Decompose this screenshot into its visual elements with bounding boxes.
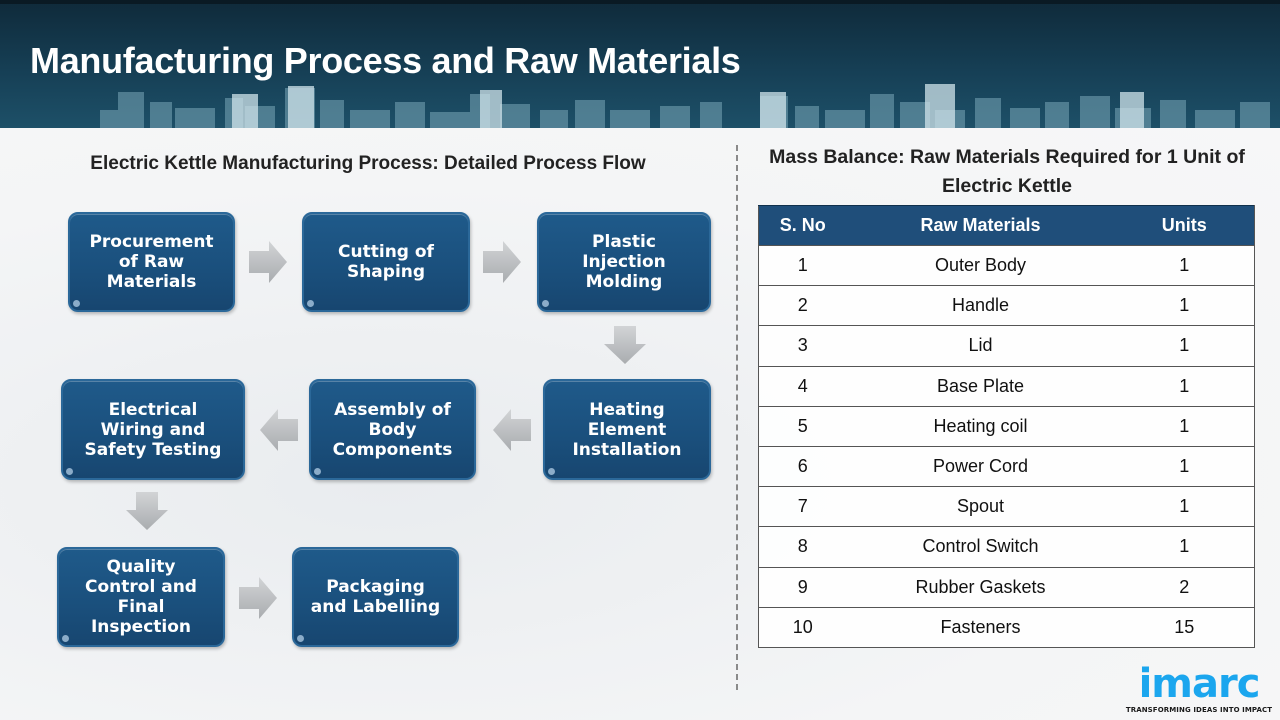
section-divider [736, 145, 738, 690]
cell-sno: 10 [758, 606, 847, 648]
cell-sno: 4 [758, 365, 847, 407]
step-label: Assembly of Body Components [332, 399, 453, 460]
cell-units: 1 [1114, 365, 1255, 407]
header-banner: Manufacturing Process and Raw Materials [0, 0, 1280, 128]
cell-raw-material: Handle [846, 285, 1115, 327]
cell-units: 1 [1114, 405, 1255, 447]
imarc-logo: imarc TRANSFORMING IDEAS INTO IMPACT [1124, 656, 1274, 718]
cell-raw-material: Heating coil [846, 405, 1115, 447]
cell-sno: 3 [758, 325, 847, 367]
step-label: Quality Control and Final Inspection [85, 557, 197, 637]
page-title: Manufacturing Process and Raw Materials [30, 40, 741, 81]
arrow-right-icon [239, 577, 277, 619]
step-label: Heating Element Installation [572, 399, 682, 460]
step-plastic-injection-molding: Plastic Injection Molding [537, 212, 711, 312]
header-top-line [0, 0, 1280, 4]
logo-tagline: TRANSFORMING IDEAS INTO IMPACT [1125, 706, 1273, 714]
step-label: Packaging and Labelling [310, 577, 441, 617]
arrow-down-icon [126, 492, 168, 530]
cell-sno: 7 [758, 486, 847, 528]
cell-units: 1 [1114, 244, 1255, 287]
cell-units: 15 [1114, 606, 1255, 648]
cell-units: 1 [1114, 325, 1255, 367]
step-assembly-of-body-components: Assembly of Body Components [309, 379, 476, 480]
arrow-right-icon [483, 241, 521, 283]
process-flow-title: Electric Kettle Manufacturing Process: D… [90, 153, 646, 174]
step-quality-control-and-final-inspection: Quality Control and Final Inspection [57, 547, 225, 647]
cell-sno: 6 [758, 445, 847, 488]
cell-units: 1 [1114, 445, 1255, 488]
cell-units: 2 [1114, 566, 1255, 608]
table-header-row: S. No Raw Materials Units [758, 205, 1255, 246]
cell-units: 1 [1114, 526, 1255, 568]
cell-raw-material: Base Plate [846, 365, 1115, 407]
step-procurement-of-raw-materials: Procurement of Raw Materials [68, 212, 235, 312]
step-label: Cutting of Shaping [338, 242, 434, 282]
cell-raw-material: Fasteners [846, 606, 1115, 648]
cell-sno: 2 [758, 285, 847, 327]
cell-raw-material: Power Cord [846, 445, 1115, 488]
step-cutting-of-shaping: Cutting of Shaping [302, 212, 470, 312]
logo-wordmark: imarc [1138, 661, 1261, 707]
step-label: Procurement of Raw Materials [89, 232, 214, 292]
cell-raw-material: Lid [846, 325, 1115, 367]
step-heating-element-installation: Heating Element Installation [543, 379, 711, 480]
step-electrical-wiring-and-safety-testing: Electrical Wiring and Safety Testing [61, 379, 245, 480]
cell-raw-material: Outer Body [846, 244, 1115, 287]
cell-sno: 1 [758, 244, 847, 287]
cell-sno: 8 [758, 526, 847, 568]
step-label: Electrical Wiring and Safety Testing [84, 399, 222, 460]
cell-raw-material: Spout [846, 486, 1115, 528]
cell-units: 1 [1114, 486, 1255, 528]
arrow-left-icon [260, 409, 298, 451]
mass-balance-title: Mass Balance: Raw Materials Required for… [769, 146, 1245, 197]
cell-sno: 5 [758, 405, 847, 447]
column-header-raw-materials: Raw Materials [846, 205, 1115, 246]
cell-units: 1 [1114, 285, 1255, 327]
column-header-sno: S. No [758, 205, 847, 246]
arrow-left-icon [493, 409, 531, 451]
step-label: Plastic Injection Molding [582, 232, 666, 292]
arrow-right-icon [249, 241, 287, 283]
cell-raw-material: Control Switch [846, 526, 1115, 568]
cell-sno: 9 [758, 566, 847, 608]
column-header-units: Units [1114, 205, 1255, 246]
cell-raw-material: Rubber Gaskets [846, 566, 1115, 608]
arrow-down-icon [604, 326, 646, 364]
step-packaging-and-labelling: Packaging and Labelling [292, 547, 459, 647]
city-skyline-decoration [100, 84, 1270, 128]
